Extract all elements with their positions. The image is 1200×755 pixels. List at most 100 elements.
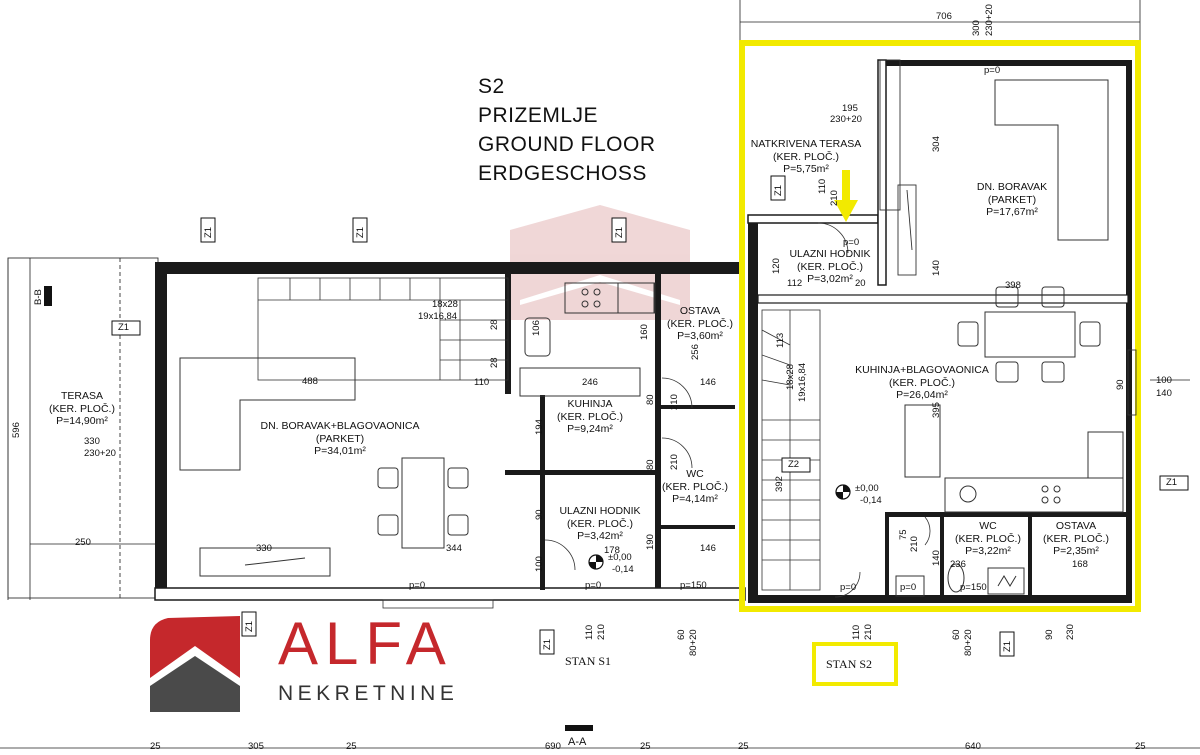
dim-146b: 146 <box>700 543 716 554</box>
z2-label: Z2 <box>788 459 800 470</box>
dim-110c: 110 <box>584 624 595 640</box>
s2-bathroom <box>895 563 1025 597</box>
room-area: P=3,42m² <box>577 530 623 542</box>
dim-146a: 146 <box>700 377 716 388</box>
s1-kitchen <box>519 282 656 397</box>
s2-walls <box>747 59 1132 603</box>
room-area: P=3,02m² <box>807 273 853 285</box>
room-floor: (KER. PLOČ.) <box>662 480 728 493</box>
dim-706: 706 <box>936 11 952 22</box>
dim-25e: 25 <box>640 741 651 752</box>
dim-190: 190 <box>645 534 656 550</box>
bb-section-marker <box>44 286 52 306</box>
dim-596: 596 <box>11 422 22 438</box>
s1-walls <box>154 262 746 601</box>
room-name: WC <box>979 520 997 532</box>
room-floor: (KER. PLOČ.) <box>1043 532 1109 545</box>
dim-120: 120 <box>771 258 782 274</box>
dim-230-20-top: 230+20 <box>984 4 995 36</box>
stan-s2-label: STAN S2 <box>826 657 873 671</box>
p-label: p=150 <box>960 582 987 593</box>
room-area: P=4,14m² <box>672 493 718 505</box>
room-floor: (KER. PLOČ.) <box>797 260 863 273</box>
dim-236: 236 <box>950 559 966 570</box>
dim-25a: 25 <box>150 741 161 752</box>
room-floor: (PARKET) <box>315 432 365 445</box>
dim-398: 398 <box>1005 280 1021 291</box>
room-name: OSTAVA <box>679 305 721 317</box>
dim-395: 395 <box>931 402 942 418</box>
z1-label: Z1 <box>773 184 784 196</box>
dim-168: 168 <box>1072 559 1088 570</box>
room-name: NATKRIVENA TERASA <box>750 138 862 150</box>
p-label: p=0 <box>843 237 860 248</box>
z1-markers <box>111 175 1189 657</box>
room-wc-s2: WC (KER. PLOČ.) P=3,22m² <box>955 520 1021 558</box>
s2-highlight-box <box>739 40 1141 612</box>
entry-arrow-icon <box>834 170 858 222</box>
dim-140c: 140 <box>931 550 942 566</box>
dim-80-20a: 80+20 <box>688 629 699 656</box>
dim-210d: 210 <box>669 454 680 470</box>
dim-60b: 60 <box>951 629 962 640</box>
title-line-hr: PRIZEMLJE <box>478 104 599 127</box>
dim-90c: 90 <box>1044 629 1055 640</box>
room-ostava-s1: OSTAVA (KER. PLOČ.) P=3,60m² <box>667 305 733 343</box>
s1-stairs <box>257 277 509 381</box>
z1-label: Z1 <box>1166 477 1178 488</box>
dim-75: 75 <box>898 529 909 540</box>
s1-tv-unit <box>199 547 331 577</box>
dim-80b: 80 <box>645 459 656 470</box>
dim-210e: 210 <box>596 624 607 640</box>
dim-304: 304 <box>931 136 942 152</box>
s1-doors <box>382 377 693 609</box>
logo-sub-text: NEKRETNINE <box>278 682 459 705</box>
dim-230-20c: 230+20 <box>84 448 116 459</box>
s2-windows <box>879 59 1137 416</box>
room-name: DN. BORAVAK <box>976 181 1048 193</box>
dim-250: 250 <box>75 537 91 548</box>
dim-28: 28 <box>489 357 500 368</box>
dim-230-20: 230+20 <box>830 114 862 125</box>
room-floor: (KER. PLOČ.) <box>889 376 955 389</box>
room-floor: (KER. PLOČ.) <box>567 517 633 530</box>
room-terasa: TERASA (KER. PLOČ.) P=14,90m² <box>49 390 115 428</box>
room-kuhinja-s1: KUHINJA (KER. PLOČ.) P=9,24m² <box>557 398 623 436</box>
dim-160: 160 <box>639 324 650 340</box>
s2-kitchen <box>904 404 1124 513</box>
title-line-de: ERDGESCHOSS <box>478 162 647 185</box>
dim-25d: 25 <box>1135 741 1146 752</box>
dim-140a: 140 <box>931 260 942 276</box>
room-name: WC <box>686 468 704 480</box>
room-boravak-s2: DN. BORAVAK (PARKET) P=17,67m² <box>977 181 1047 219</box>
z1-label: Z1 <box>542 638 553 650</box>
stan-s1-label: STAN S1 <box>565 654 612 668</box>
dim-90b: 90 <box>534 509 545 520</box>
level-s2-top: ±0,00 <box>855 483 879 494</box>
dim-19x16-84b: 19x16,84 <box>797 362 808 402</box>
dim-25c: 25 <box>738 741 749 752</box>
room-floor: (KER. PLOČ.) <box>955 532 1021 545</box>
dim-20: 20 <box>855 278 866 289</box>
dim-18x28a: 18x28 <box>432 299 458 310</box>
level-s2-bottom: -0,14 <box>860 495 882 506</box>
room-floor: (PARKET) <box>987 193 1037 206</box>
dim-18x28b: 18x28 <box>785 364 796 390</box>
room-floor: (KER. PLOČ.) <box>667 317 733 330</box>
room-area: P=2,35m² <box>1053 545 1099 557</box>
room-name: DN. BORAVAK+BLAGOVAONICA <box>260 420 420 432</box>
p-label: p=0 <box>840 582 857 593</box>
p-label: p=0 <box>900 582 917 593</box>
room-boravak-s1: DN. BORAVAK+BLAGOVAONICA (PARKET) P=34,0… <box>260 420 419 458</box>
dim-392: 392 <box>774 476 785 492</box>
logo-brand-text: ALFA <box>278 610 453 677</box>
dim-256: 256 <box>690 344 701 360</box>
dim-80-20b: 80+20 <box>963 629 974 656</box>
dim-28b: 28 <box>489 319 500 330</box>
room-natkrivena-terasa: NATKRIVENA TERASA (KER. PLOČ.) P=5,75m² <box>751 138 861 176</box>
dim-330a: 330 <box>84 436 100 447</box>
s1-dining-table <box>377 457 469 549</box>
room-ostava-s2: OSTAVA (KER. PLOČ.) P=2,35m² <box>1043 520 1109 558</box>
s1-level-marker <box>588 554 604 570</box>
dim-80a: 80 <box>645 394 656 405</box>
